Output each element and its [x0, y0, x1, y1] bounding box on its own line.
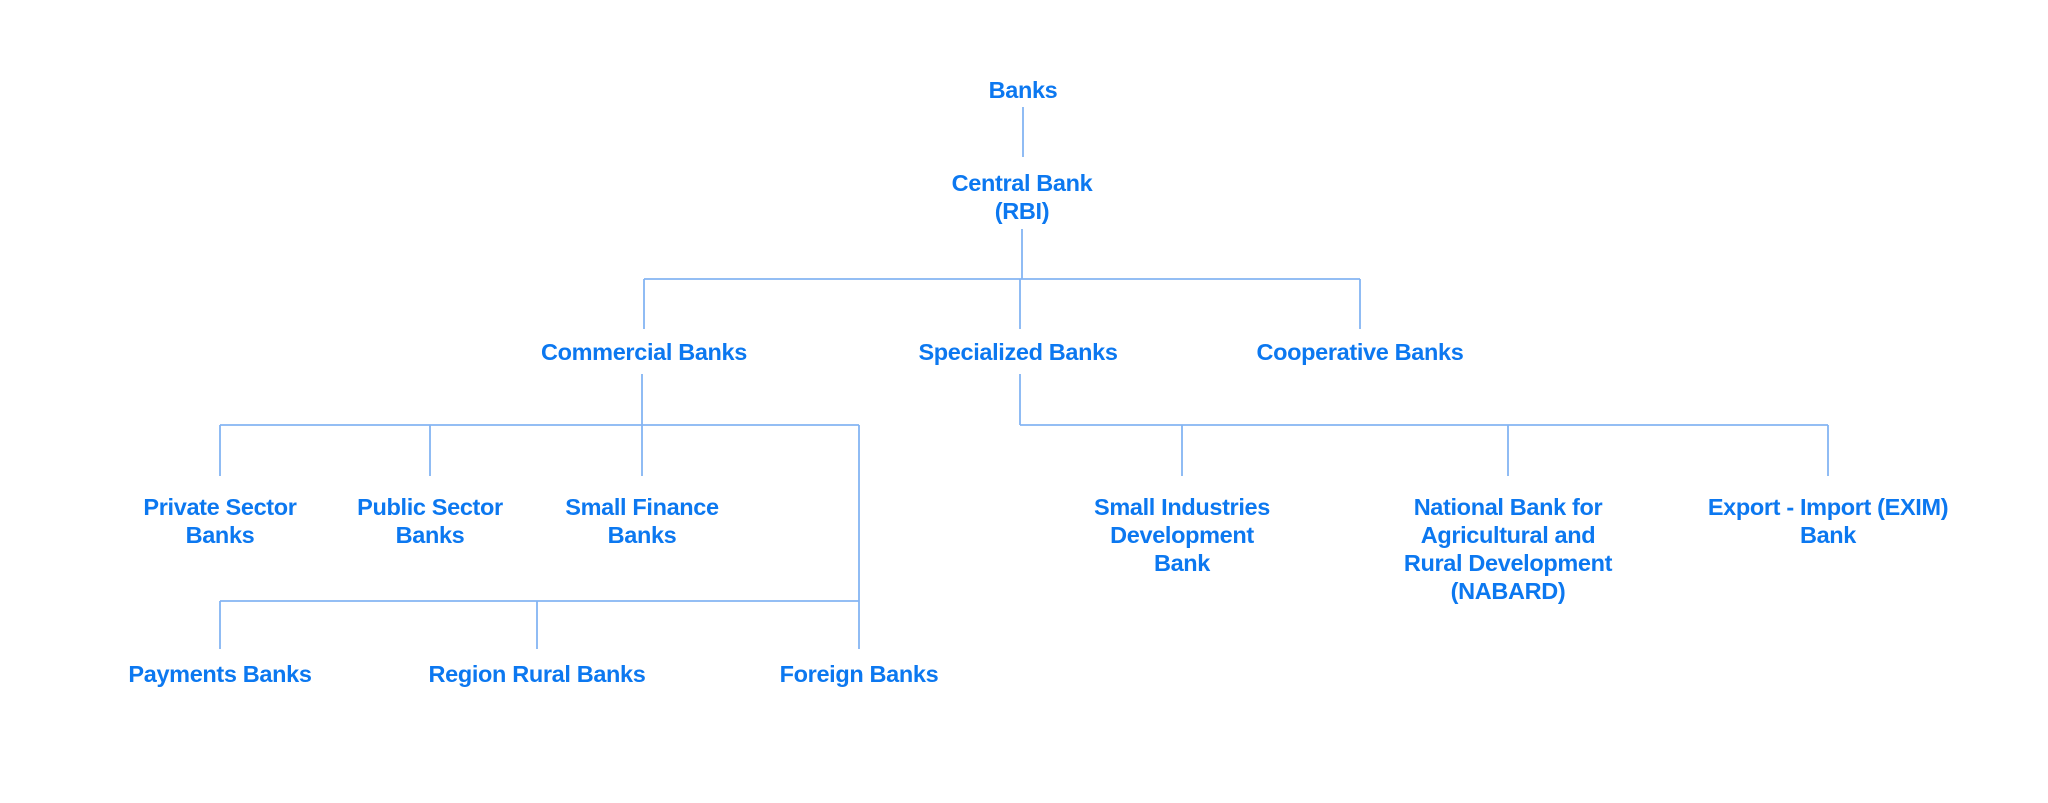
- node-specialized-banks: Specialized Banks: [918, 338, 1117, 366]
- node-label-line: Public Sector: [357, 494, 503, 520]
- node-label-line: Development: [1110, 522, 1254, 548]
- node-cooperative-banks: Cooperative Banks: [1257, 338, 1464, 366]
- node-label-line: Banks: [395, 522, 465, 548]
- node-label-line: Banks: [607, 522, 677, 548]
- node-label-line: Small Finance: [565, 494, 719, 520]
- node-label-line: Region Rural Banks: [428, 661, 646, 687]
- node-banks: Banks: [989, 76, 1058, 104]
- node-label-line: Banks: [988, 77, 1058, 103]
- node-region-rural-banks: Region Rural Banks: [429, 660, 646, 688]
- node-label-line: Export - Import (EXIM): [1707, 494, 1949, 520]
- node-commercial-banks: Commercial Banks: [541, 338, 747, 366]
- node-label-line: Agricultural and: [1420, 522, 1596, 548]
- node-label-line: Rural Development: [1403, 550, 1613, 576]
- node-foreign-banks: Foreign Banks: [780, 660, 939, 688]
- node-label-line: Cooperative Banks: [1256, 339, 1464, 365]
- node-label-line: Specialized Banks: [918, 339, 1118, 365]
- node-label-line: Payments Banks: [128, 661, 312, 687]
- node-label-line: Bank: [1153, 550, 1211, 576]
- node-label-line: (RBI): [994, 198, 1050, 224]
- node-label-line: Private Sector: [143, 494, 297, 520]
- node-label-line: Bank: [1799, 522, 1857, 548]
- node-label-line: (NABARD): [1450, 578, 1566, 604]
- node-label-line: Central Bank: [951, 170, 1093, 196]
- node-payments-banks: Payments Banks: [128, 660, 312, 688]
- node-label-line: Commercial Banks: [541, 339, 747, 365]
- node-label-line: Small Industries: [1094, 494, 1270, 520]
- node-label-line: Banks: [185, 522, 255, 548]
- node-label-line: National Bank for: [1413, 494, 1603, 520]
- node-exim-bank: Export - Import (EXIM)Bank: [1707, 493, 1949, 549]
- node-central-bank-rbi: Central Bank(RBI): [952, 169, 1093, 225]
- node-label-line: Foreign Banks: [779, 661, 939, 687]
